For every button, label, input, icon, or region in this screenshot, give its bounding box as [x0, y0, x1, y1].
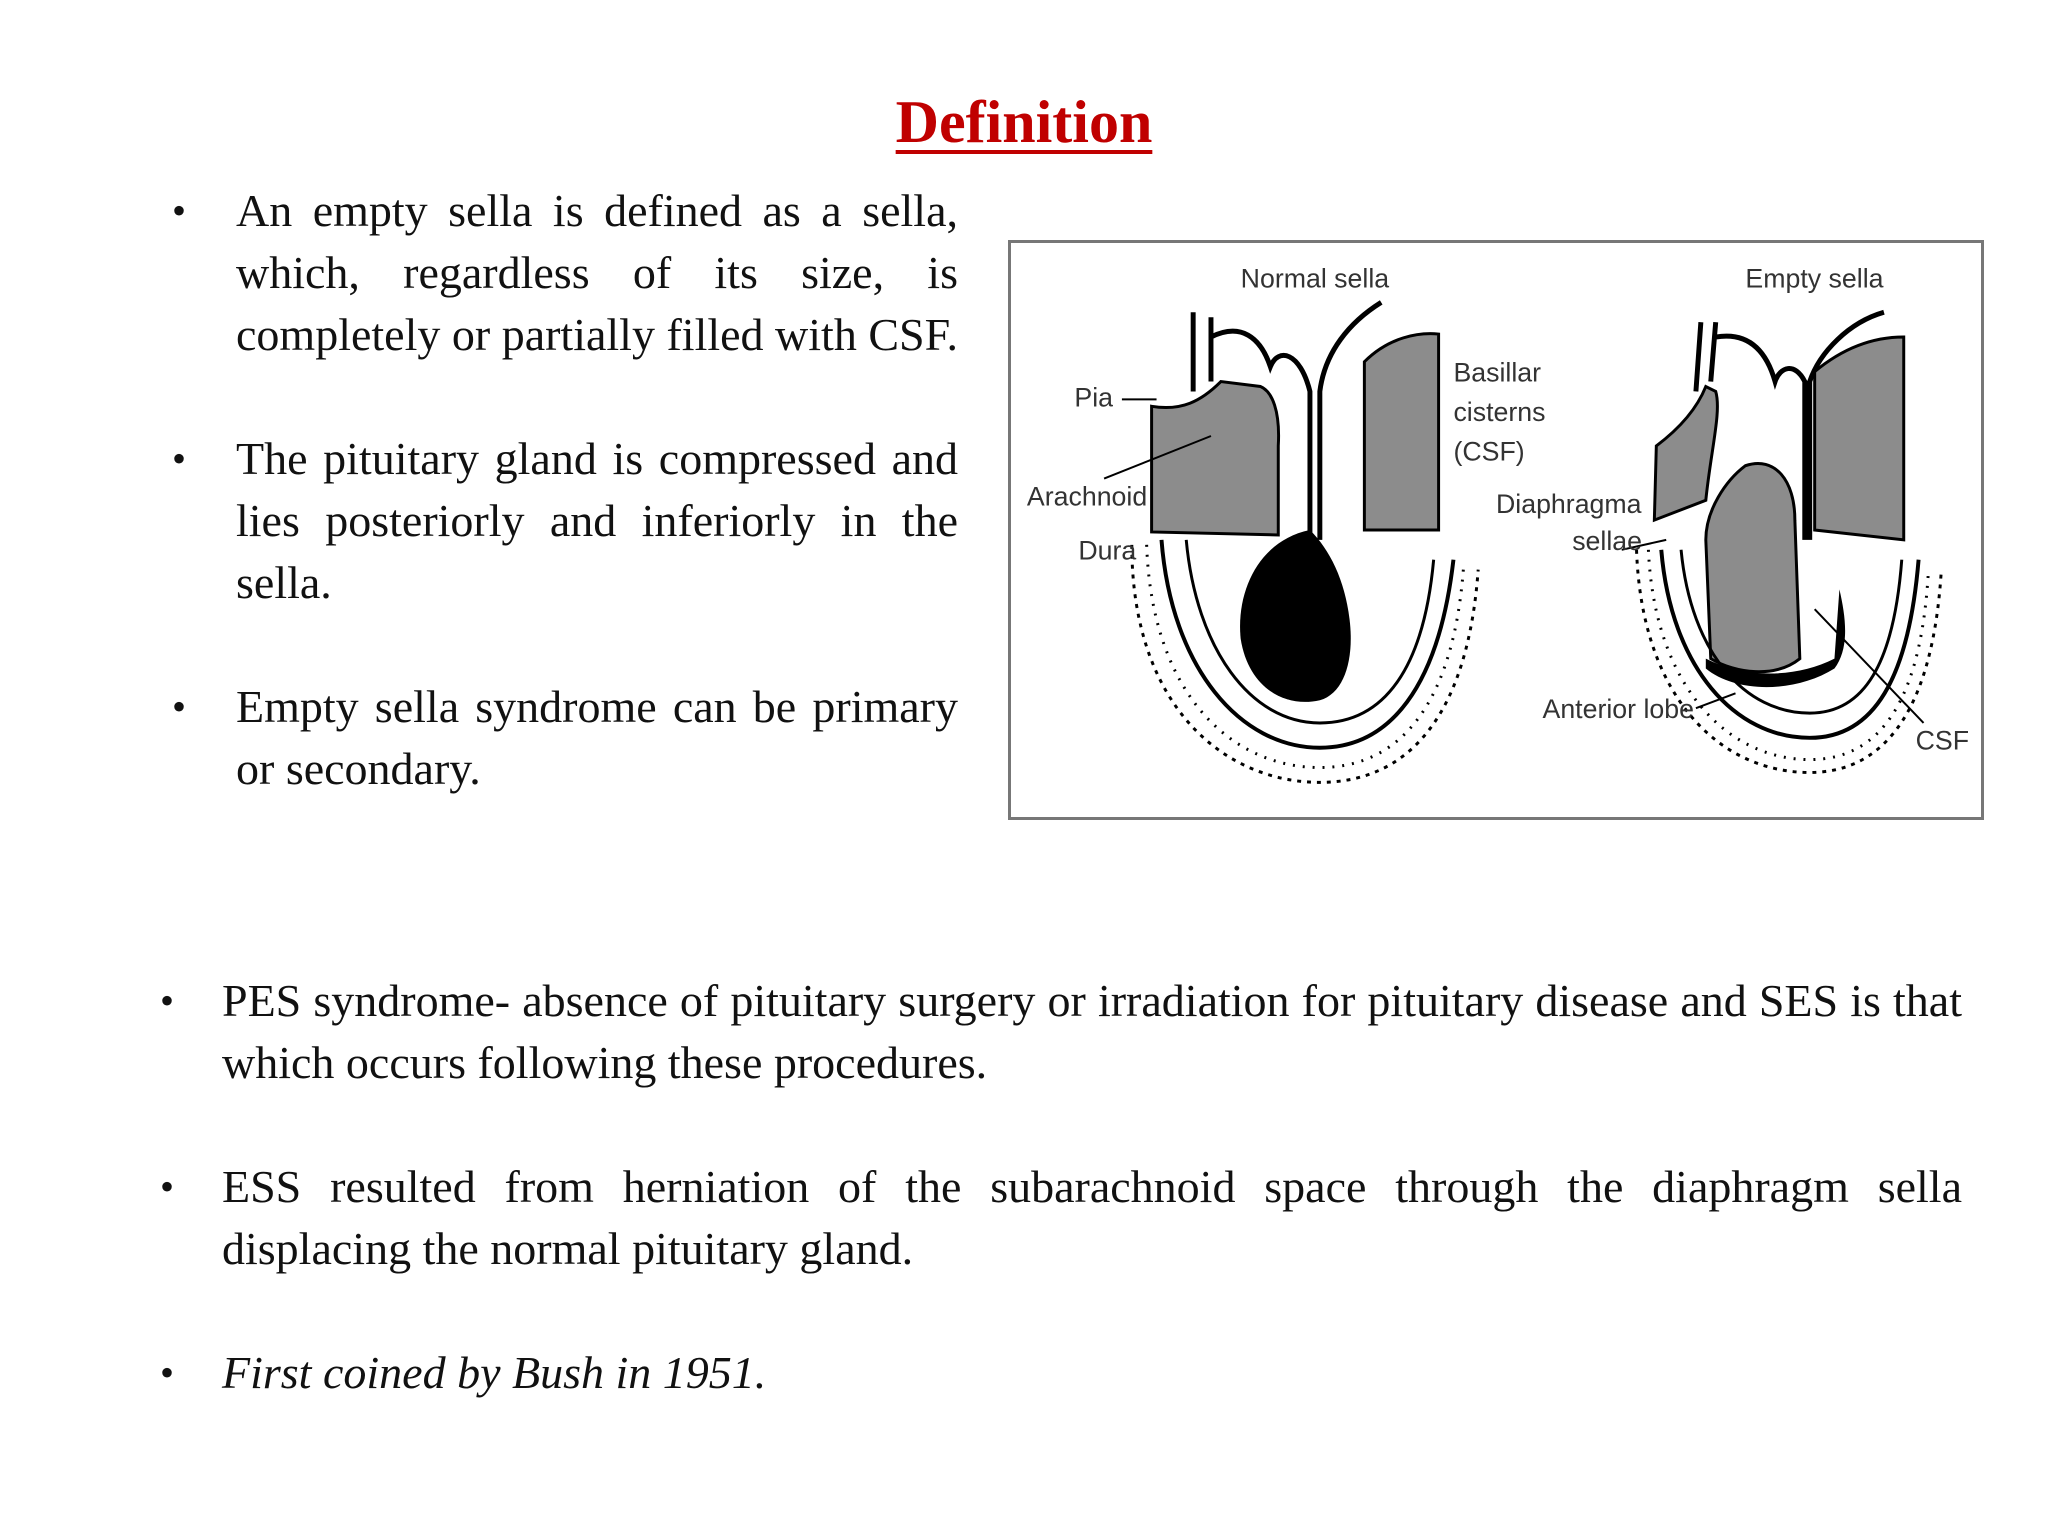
label-normal-sella: Normal sella	[1241, 264, 1390, 294]
bullet-text: Empty sella syndrome can be primary or s…	[236, 681, 958, 794]
bullet-item: • Empty sella syndrome can be primary or…	[172, 676, 958, 800]
bullet-dot: •	[172, 188, 187, 233]
bullet-dot: •	[160, 1164, 175, 1209]
normal-dura-layer	[1159, 539, 1456, 750]
label-anterior-lobe: Anterior lobe	[1543, 694, 1695, 724]
empty-pituitary-gland	[1705, 589, 1846, 688]
bullet-text: PES syndrome- absence of pituitary surge…	[222, 975, 1962, 1088]
normal-arachnoid-layer	[1184, 539, 1436, 725]
bullet-dot: •	[160, 1350, 175, 1395]
normal-bone-layer	[1130, 544, 1480, 784]
label-dura: Dura	[1078, 536, 1136, 566]
bullet-text: First coined by Bush in 1951.	[222, 1347, 767, 1398]
label-diaphragma-2: sellae	[1572, 526, 1642, 556]
bullet-item: • PES syndrome- absence of pituitary sur…	[160, 970, 1962, 1094]
empty-stalk	[1693, 309, 1885, 540]
empty-dura-layer	[1659, 549, 1921, 740]
empty-sella-drawing	[1621, 309, 1943, 774]
bottom-bullet-list: • PES syndrome- absence of pituitary sur…	[160, 970, 1962, 1466]
bullet-item: • An empty sella is defined as a sella, …	[172, 180, 958, 366]
top-bullet-list: • An empty sella is defined as a sella, …	[172, 180, 958, 862]
empty-csf-region	[1704, 462, 1802, 674]
empty-bone-layer-2	[1646, 549, 1930, 762]
normal-sella-drawing	[1103, 300, 1480, 784]
slide-title: Definition	[895, 89, 1153, 155]
bullet-item: • The pituitary gland is compressed and …	[172, 428, 958, 614]
label-basillar-1: Basillar	[1453, 358, 1541, 388]
label-csf: CSF	[1916, 726, 1969, 756]
sella-diagram: Normal sella Empty sella Pia Arachnoid D…	[1008, 240, 1984, 820]
bullet-item: • First coined by Bush in 1951.	[160, 1342, 1962, 1404]
bullet-item: • ESS resulted from herniation of the su…	[160, 1156, 1962, 1280]
label-pia: Pia	[1074, 382, 1113, 412]
normal-left-tissue	[1150, 379, 1281, 537]
normal-right-tissue	[1362, 332, 1441, 532]
normal-pituitary-gland	[1240, 530, 1351, 702]
bullet-text: ESS resulted from herniation of the suba…	[222, 1161, 1962, 1274]
bullet-dot: •	[172, 684, 187, 729]
label-diaphragma-1: Diaphragma	[1496, 489, 1642, 519]
empty-right-tissue	[1813, 335, 1906, 542]
label-empty-sella: Empty sella	[1745, 264, 1883, 294]
bullet-text: An empty sella is defined as a sella, wh…	[236, 185, 958, 360]
label-basillar-3: (CSF)	[1453, 437, 1524, 467]
label-arachnoid: Arachnoid	[1027, 481, 1147, 511]
bullet-dot: •	[172, 436, 187, 481]
bullet-dot: •	[160, 978, 175, 1023]
label-basillar-2: cisterns	[1453, 397, 1545, 427]
empty-left-tissue	[1652, 384, 1719, 523]
empty-arachnoid-layer	[1679, 549, 1904, 715]
normal-stalk	[1190, 300, 1383, 540]
bullet-text: The pituitary gland is compressed and li…	[236, 433, 958, 608]
sella-diagram-svg: Normal sella Empty sella Pia Arachnoid D…	[1027, 264, 1969, 784]
